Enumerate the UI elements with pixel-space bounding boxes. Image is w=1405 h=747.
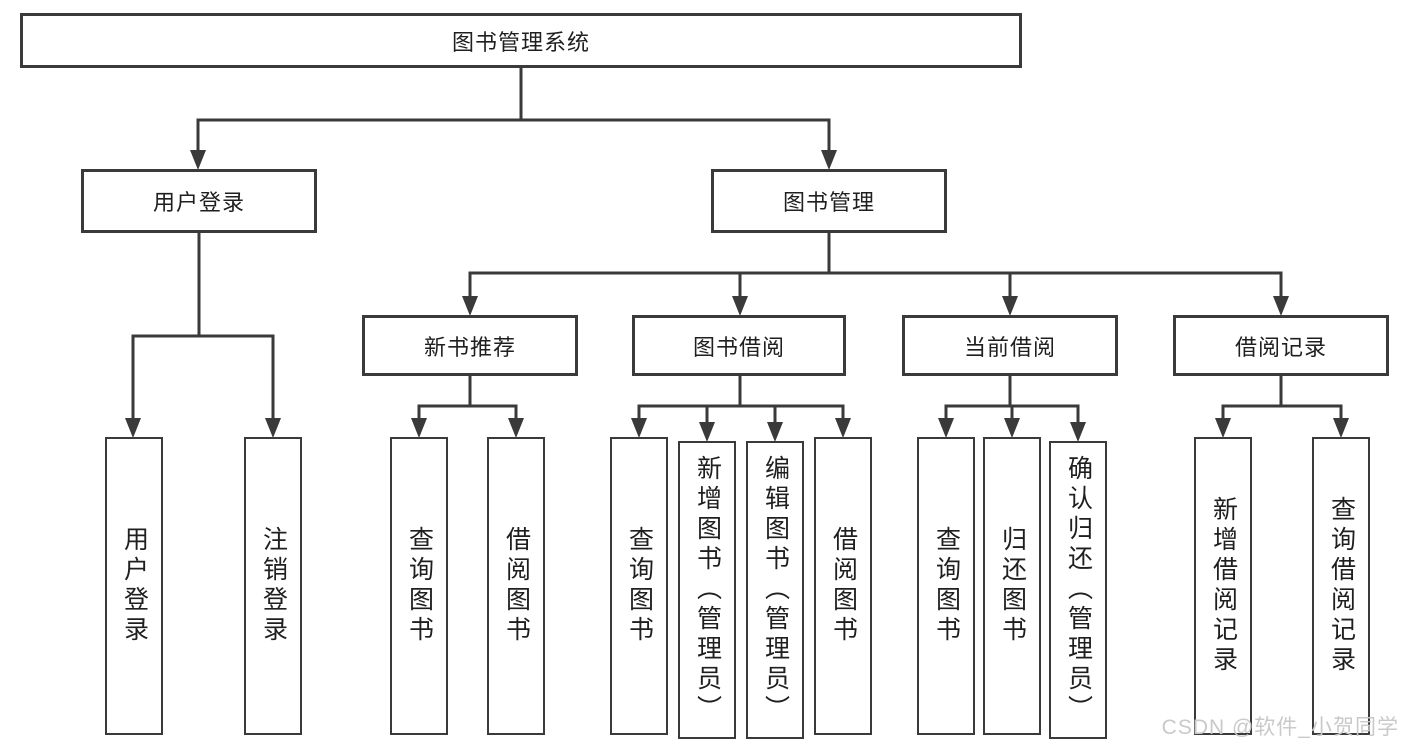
- node-current-borrow: 当前借阅: [902, 315, 1118, 376]
- leaf-borrow-edit-books-admin: 编辑图书（管理员）: [746, 441, 804, 739]
- connector-book-borrow-children: [631, 376, 851, 442]
- connector-borrow-records-children: [1215, 376, 1349, 438]
- csdn-watermark: CSDN @软件_小贺同学: [1161, 716, 1399, 739]
- leaf-current-return-books: 归还图书: [983, 437, 1041, 735]
- node-user-login: 用户登录: [81, 169, 317, 233]
- leaf-borrow-add-books-admin: 新增图书（管理员）: [678, 441, 736, 739]
- connector-root-to-level2: [190, 68, 837, 170]
- leaf-records-add-record: 新增借阅记录: [1194, 437, 1252, 735]
- leaf-borrow-borrow-books: 借阅图书: [814, 437, 872, 735]
- connector-current-borrow-children: [938, 376, 1086, 442]
- connector-user-login-children: [125, 233, 281, 438]
- node-new-book-recommend: 新书推荐: [362, 315, 578, 376]
- leaf-current-confirm-return-admin: 确认归还（管理员）: [1049, 441, 1107, 739]
- leaf-logout: 注销登录: [244, 437, 302, 735]
- leaf-current-query-books: 查询图书: [917, 437, 975, 735]
- connector-book-mgmt-to-level3: [462, 233, 1289, 316]
- node-library-management-system: 图书管理系统: [20, 13, 1022, 68]
- node-borrow-records: 借阅记录: [1173, 315, 1389, 376]
- leaf-borrow-query-books: 查询图书: [610, 437, 668, 735]
- leaf-newrec-query-books: 查询图书: [390, 437, 448, 735]
- node-book-borrow: 图书借阅: [632, 315, 846, 376]
- node-book-management: 图书管理: [711, 169, 947, 233]
- leaf-newrec-borrow-books: 借阅图书: [487, 437, 545, 735]
- leaf-user-login: 用户登录: [105, 437, 163, 735]
- leaf-records-query-record: 查询借阅记录: [1312, 437, 1370, 735]
- connector-new-rec-children: [411, 376, 524, 438]
